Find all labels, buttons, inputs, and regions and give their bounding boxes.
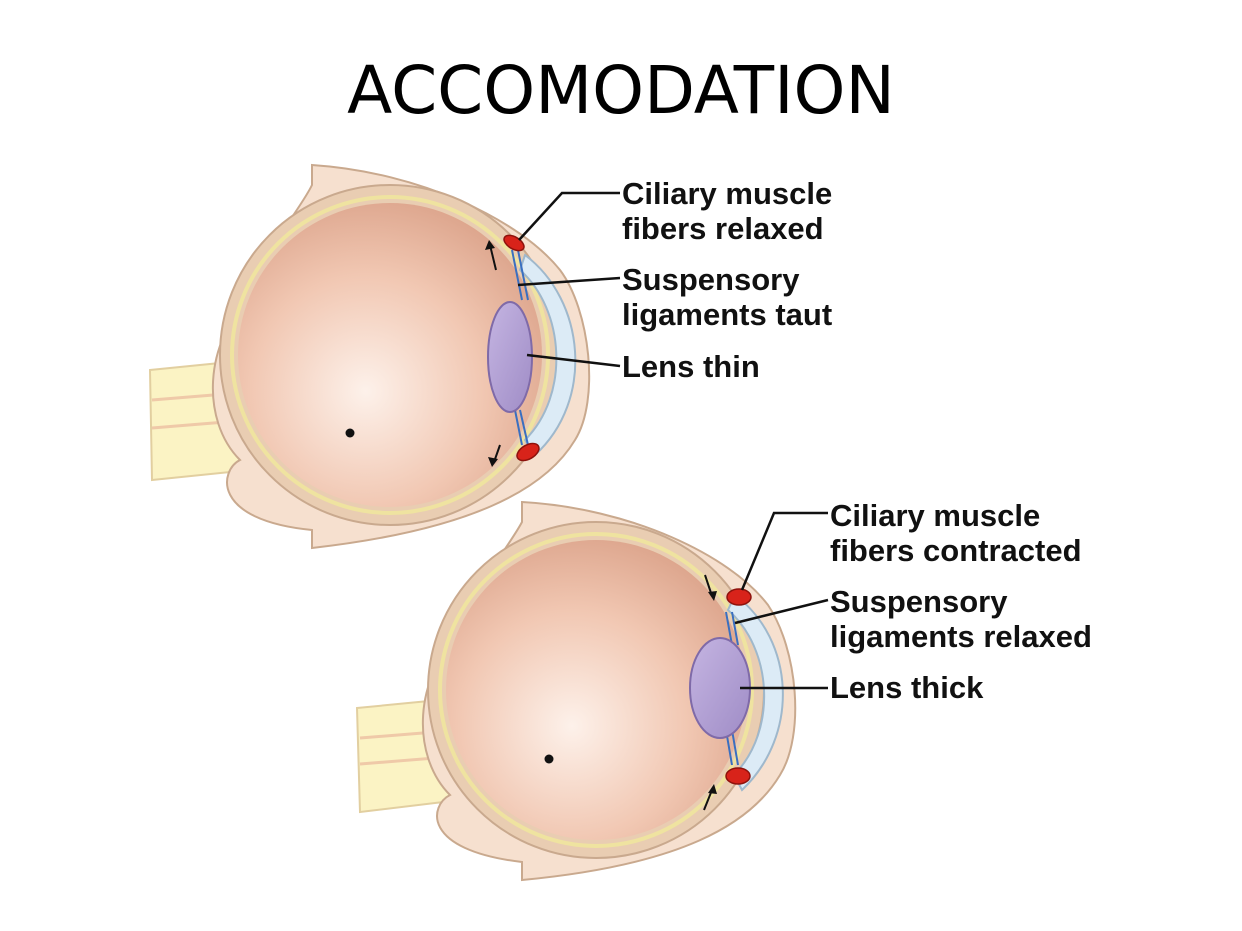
label-suspensory-ligaments-taut: Suspensory ligaments taut: [622, 262, 832, 332]
label-ciliary-muscle-relaxed: Ciliary muscle fibers relaxed: [622, 176, 832, 246]
leader-suspensory: [734, 598, 829, 625]
retina: [230, 195, 550, 515]
leader-lens: [526, 353, 621, 368]
label-line: fibers relaxed: [622, 211, 824, 246]
ciliary-muscle-bottom: [516, 442, 540, 462]
label-lens-thick: Lens thick: [830, 670, 984, 705]
label-ciliary-muscle-contracted: Ciliary muscle fibers contracted: [830, 498, 1082, 568]
arrow-up: [703, 789, 713, 811]
eye-near-vision: [355, 500, 829, 882]
ciliary-muscle-bottom: [725, 767, 751, 785]
retina: [438, 532, 754, 848]
label-line: Suspensory: [622, 262, 800, 297]
label-line: Ciliary muscle: [622, 176, 833, 211]
vitreous-body: [238, 203, 542, 507]
vitreous-body: [446, 540, 746, 840]
slide-title: ACCOMODATION: [347, 52, 895, 129]
ciliary-muscle-top: [726, 588, 752, 606]
eye-far-vision: [148, 163, 621, 550]
suspensory-ligaments: [725, 611, 739, 766]
label-lens-thin: Lens thin: [622, 349, 760, 384]
label-line: Ciliary muscle: [830, 498, 1041, 533]
lens-thin: [487, 301, 533, 413]
arrow-up: [489, 244, 497, 271]
leader-suspensory: [517, 276, 621, 287]
label-line: Suspensory: [830, 584, 1008, 619]
label-line: ligaments relaxed: [830, 619, 1092, 654]
label-line: ligaments taut: [622, 297, 833, 332]
fovea-dot: [345, 428, 355, 438]
leader-ciliary: [518, 191, 620, 241]
leader-ciliary: [740, 511, 828, 591]
label-line: fibers contracted: [830, 533, 1082, 568]
fovea-dot: [544, 754, 554, 764]
label-suspensory-ligaments-relaxed: Suspensory ligaments relaxed: [830, 584, 1092, 654]
suspensory-ligaments: [511, 249, 529, 446]
